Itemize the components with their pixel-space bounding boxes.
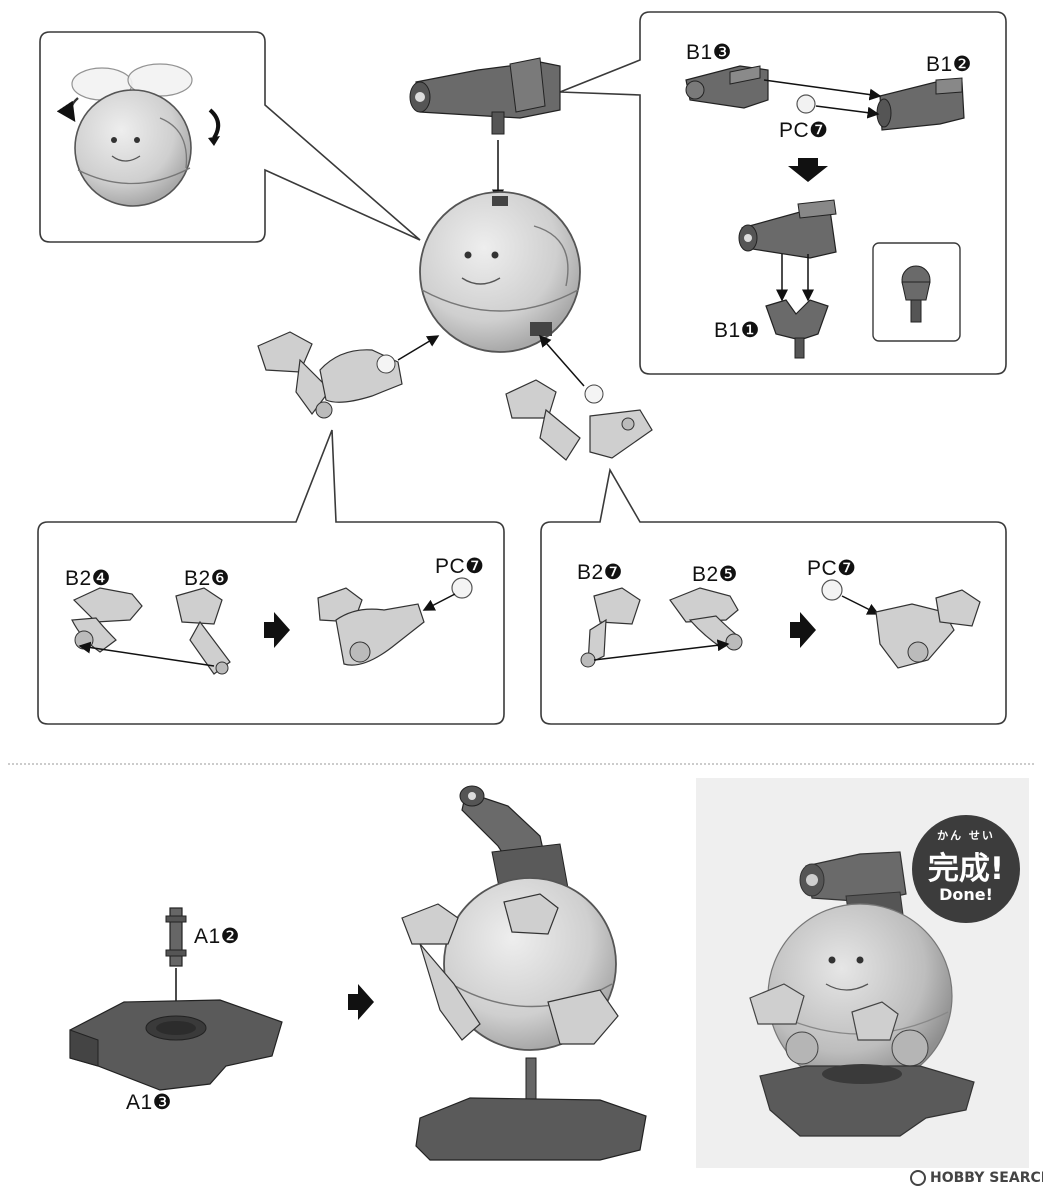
part-pc7-left (451, 577, 473, 599)
label-b2-4: B2❹ (65, 567, 112, 590)
done-badge-kanji: 完成! (927, 851, 1005, 887)
arrow-left-arm-to-ball (397, 335, 440, 361)
done-badge-english: Done! (939, 885, 993, 904)
label-b2-7: B2❼ (577, 561, 624, 584)
arrow-b2-6-to-b2-4 (78, 641, 215, 667)
part-b1-1 (765, 299, 829, 359)
part-b1-3 (685, 65, 769, 109)
part-pc7-right (821, 579, 843, 601)
part-pc7-top (796, 94, 816, 114)
label-b1-3: B1❸ (686, 41, 733, 64)
detail-inset-box (872, 242, 961, 342)
done-badge: かん せい 完成! Done! (912, 815, 1020, 923)
cannon-assembled (738, 199, 837, 259)
label-pc7-right: PC❼ (807, 557, 857, 580)
label-b1-1: B1❶ (714, 319, 761, 342)
watermark-text: HOBBY SEARCH (930, 1170, 1043, 1186)
haro-ball-center (419, 191, 581, 353)
part-a1-2-peg (165, 907, 187, 967)
label-pc7-top: PC❼ (779, 119, 829, 142)
hobby-search-logo-icon (910, 1170, 926, 1186)
arrow-pc7-to-b1-2 (815, 105, 880, 119)
arrow-pc7-to-left-arm (422, 593, 456, 611)
step-arrow-right-icon (348, 984, 374, 1020)
callout-panel-mid-right (540, 467, 1007, 725)
watermark: HOBBY SEARCH (910, 1170, 1043, 1186)
label-b2-5: B2❺ (692, 563, 739, 586)
haro-with-flaps (56, 63, 221, 207)
right-arm-subassembly (875, 589, 981, 669)
arrow-b1-3-to-b1-2 (763, 79, 882, 101)
step-arrow-right-icon (790, 612, 816, 648)
label-pc7-left: PC❼ (435, 555, 485, 578)
right-arm-part (505, 379, 653, 461)
done-badge-ruby: かん せい (937, 829, 995, 842)
left-arm-part (257, 331, 403, 419)
left-arm-subassembly (317, 587, 425, 666)
part-a1-3-base (69, 999, 283, 1091)
arrow-right-arm-to-ball (539, 334, 585, 387)
part-b2-6 (175, 587, 231, 675)
label-a1-3: A1❸ (126, 1091, 173, 1114)
exploded-haro-assembly (401, 785, 647, 1161)
label-a1-2: A1❷ (194, 925, 241, 948)
label-b2-6: B2❻ (184, 567, 231, 590)
arrow-pc7-to-right-arm (841, 595, 880, 615)
part-b2-7 (580, 587, 641, 668)
step-arrow-right-icon (264, 612, 290, 648)
label-b1-2: B1❷ (926, 53, 973, 76)
top-cannon-part (409, 57, 561, 135)
arrow-b2-7-to-b2-5 (593, 639, 730, 661)
step-arrow-down-icon (788, 158, 828, 182)
part-b1-2 (876, 77, 965, 131)
